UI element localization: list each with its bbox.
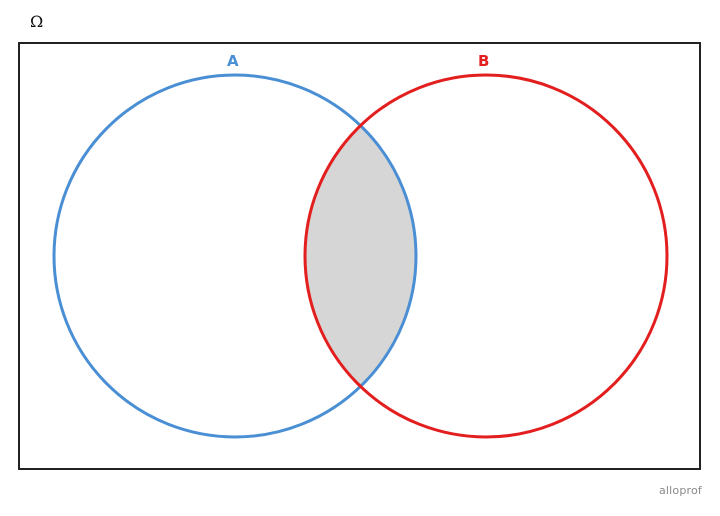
universe-frame [18,42,701,470]
brand-logo: alloprof [658,484,702,497]
set-b-label: B [478,52,490,70]
set-a-label: A [227,52,239,70]
intersection-region [305,75,416,437]
set-b-circle [303,73,669,439]
universe-symbol: Ω [30,12,44,31]
set-a-circle [52,73,418,439]
